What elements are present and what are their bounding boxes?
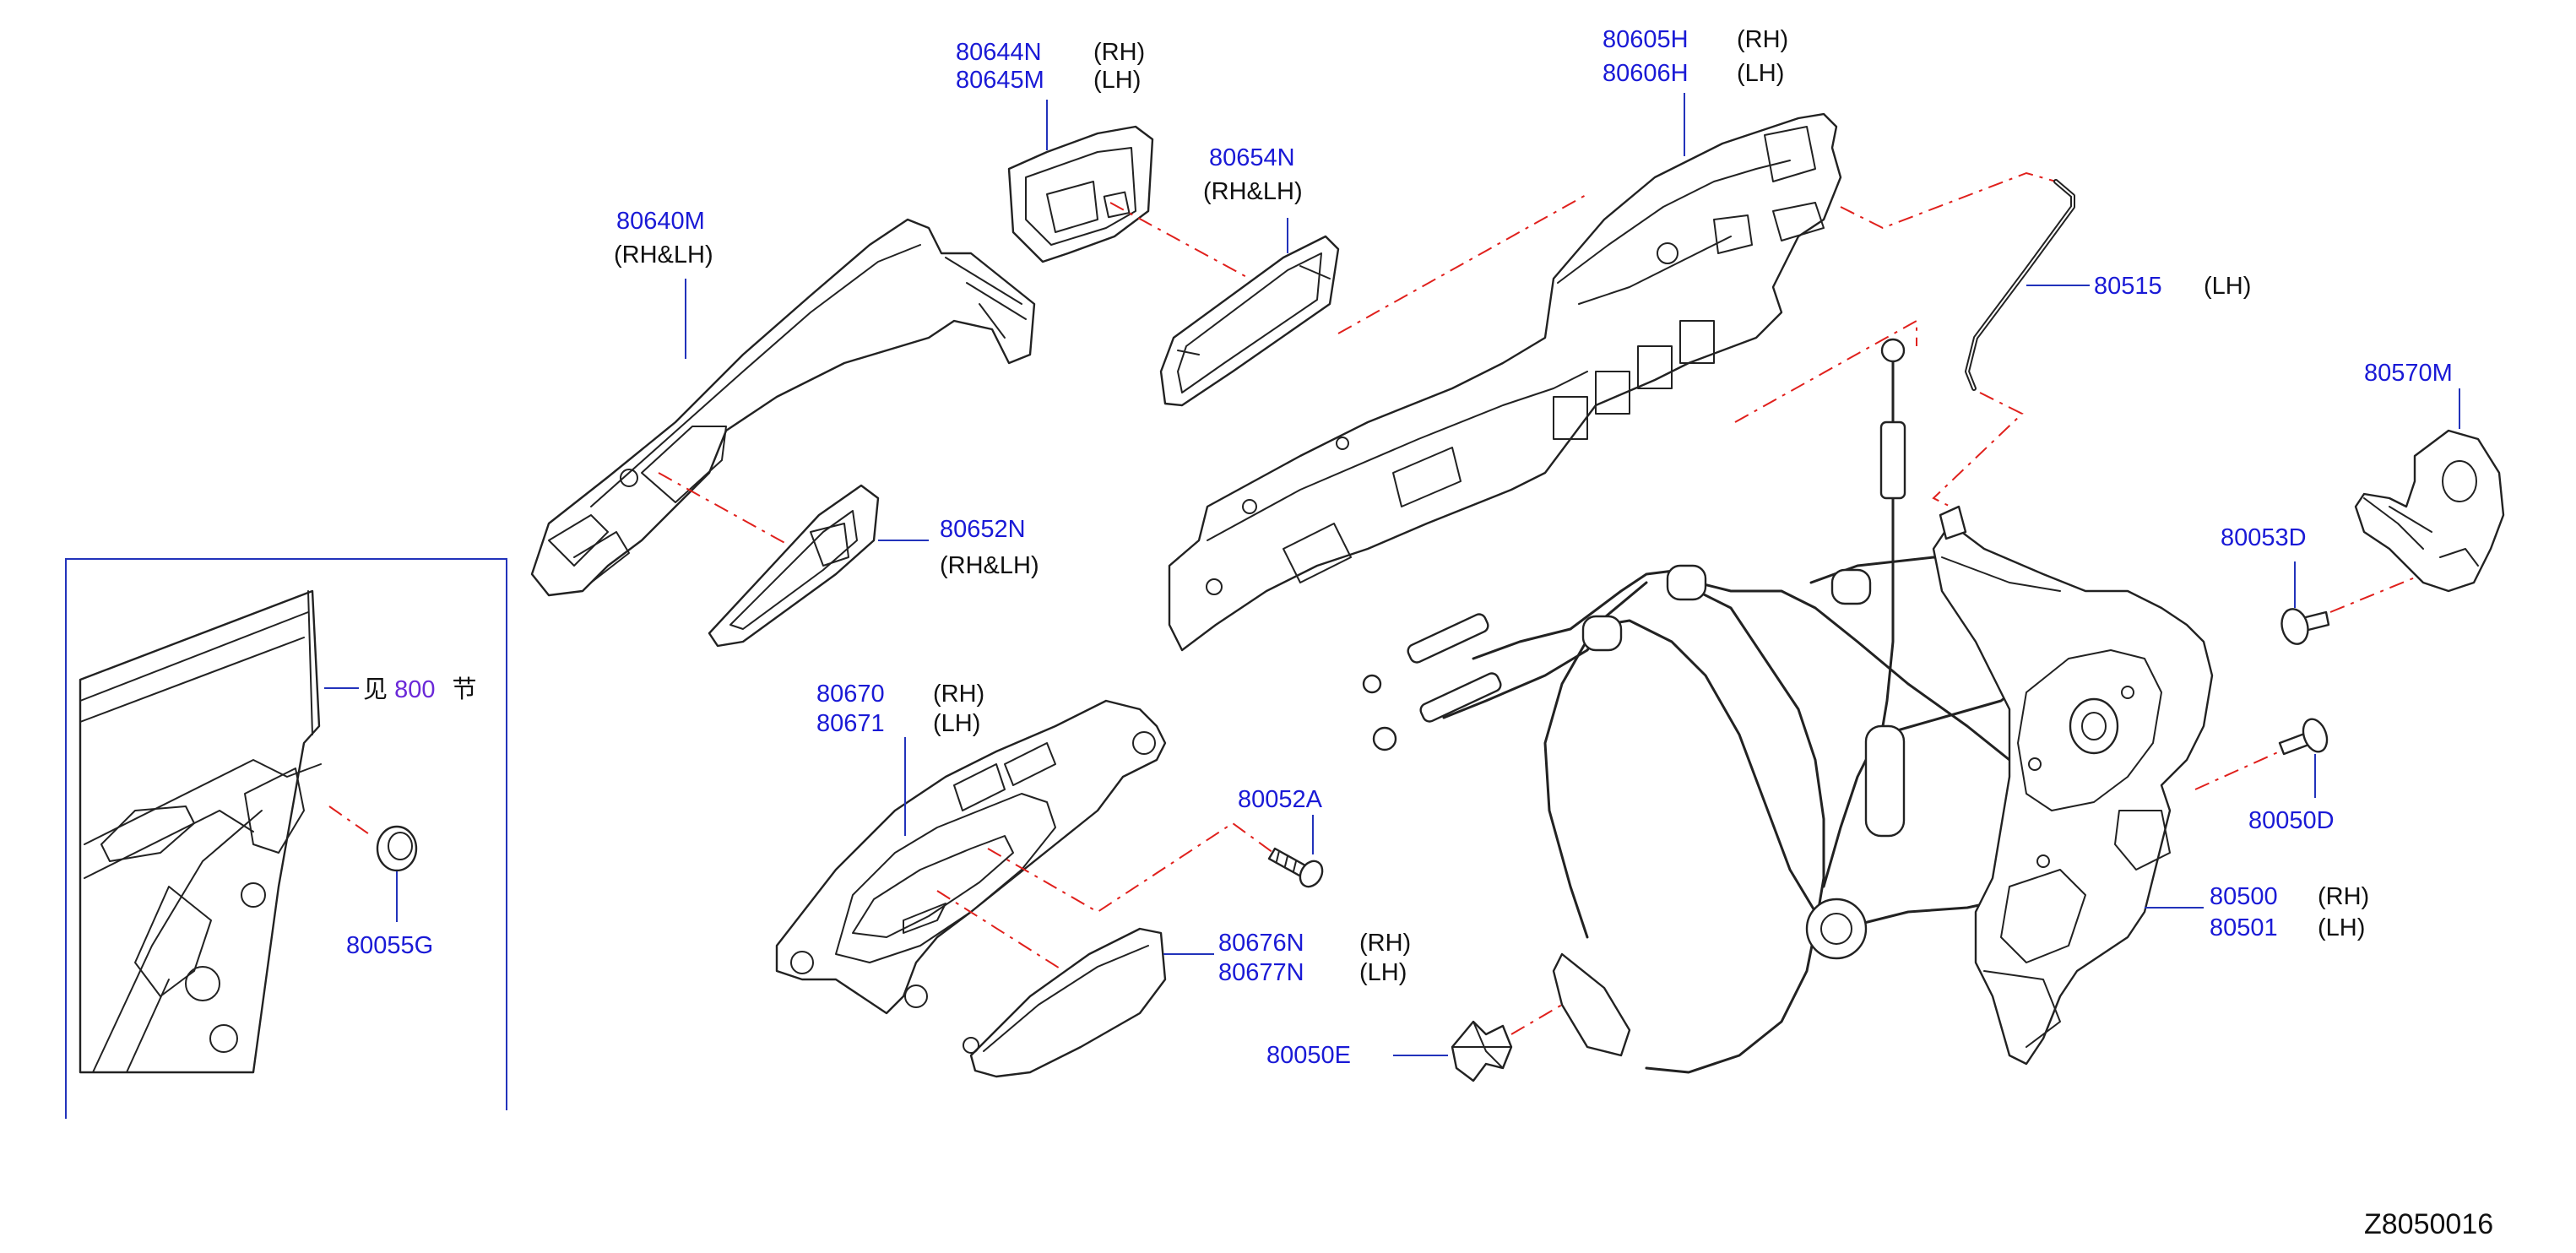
inset-frame xyxy=(65,558,507,1119)
phantom-line-bracket-lock xyxy=(1734,319,1917,423)
side-label: (RH) xyxy=(933,681,985,708)
side-label: (RH) xyxy=(1093,39,1146,66)
part-number[interactable]: 80676N xyxy=(1218,930,1304,957)
handle-cap-80644N xyxy=(1007,125,1154,263)
gasket-80652N xyxy=(708,484,880,648)
part-number[interactable]: 80670 xyxy=(816,681,885,708)
side-label: (RH) xyxy=(1359,930,1412,957)
part-number[interactable]: 80050E xyxy=(1266,1042,1351,1069)
part-number[interactable]: 80654N xyxy=(1209,144,1295,171)
escutcheon-80676N xyxy=(963,927,1167,1078)
part-number[interactable]: 80053D xyxy=(2221,524,2307,551)
screw-80050D xyxy=(2278,718,2329,756)
side-label: (RH) xyxy=(1737,26,1789,53)
door-lock-80500 xyxy=(1932,505,2214,1066)
phantom-line-80055 xyxy=(328,806,372,837)
side-label: (RH&LH) xyxy=(940,552,1039,579)
part-number[interactable]: 80605H xyxy=(1603,26,1689,53)
side-label: (LH) xyxy=(2204,273,2252,300)
phantom-line-80644 xyxy=(1109,202,1250,279)
section-ref-prefix: 见 xyxy=(363,676,388,703)
phantom-line-80515-bottom xyxy=(1932,392,2024,507)
outside-handle-80640M xyxy=(530,218,1036,597)
phantom-line-80050E xyxy=(1510,1004,1563,1035)
part-number[interactable]: 80645M xyxy=(956,67,1044,94)
part-number[interactable]: 80055G xyxy=(346,932,434,959)
section-reference[interactable]: 见 800 节 xyxy=(363,675,477,704)
part-number[interactable]: 80570M xyxy=(2364,360,2453,387)
part-number[interactable]: 80671 xyxy=(816,710,885,737)
phantom-line-80515-top xyxy=(1840,171,2057,230)
part-number[interactable]: 80515 xyxy=(2094,273,2162,300)
phantom-line-80052 xyxy=(987,822,1280,914)
inside-handle-80670 xyxy=(775,699,1167,1015)
part-number[interactable]: 80501 xyxy=(2210,914,2278,941)
part-number[interactable]: 80052A xyxy=(1238,786,1322,813)
cable-assembly xyxy=(1362,338,2053,1074)
phantom-line-80053D xyxy=(2329,573,2424,613)
part-number[interactable]: 80050D xyxy=(2248,807,2335,834)
side-label: (LH) xyxy=(1359,959,1407,986)
lock-rod-80515 xyxy=(1965,179,2075,391)
side-label: (LH) xyxy=(933,710,981,737)
side-label: (LH) xyxy=(1737,60,1785,87)
striker-80570M xyxy=(2354,429,2505,593)
part-number[interactable]: 80500 xyxy=(2210,883,2278,910)
part-number[interactable]: 80606H xyxy=(1603,60,1689,87)
grommet-80055G xyxy=(376,825,418,872)
part-number[interactable]: 80677N xyxy=(1218,959,1304,986)
part-number[interactable]: 80640M xyxy=(616,208,705,235)
section-ref-number[interactable]: 800 xyxy=(394,676,436,703)
diagram-code: Z8050016 xyxy=(2364,1208,2494,1240)
part-number[interactable]: 80652N xyxy=(940,516,1026,543)
screw-80053D xyxy=(2280,608,2330,645)
phantom-line-80676 xyxy=(936,890,1065,972)
phantom-line-80050D xyxy=(2194,751,2280,790)
side-label: (RH) xyxy=(2318,883,2370,910)
handle-bracket-80605H xyxy=(1168,112,1842,652)
side-label: (RH&LH) xyxy=(1203,178,1303,205)
screw-80052A xyxy=(1267,847,1324,888)
side-label: (RH&LH) xyxy=(614,241,713,268)
door-panel-inset xyxy=(79,589,322,1074)
phantom-line-80652 xyxy=(658,472,811,558)
gasket-80654N xyxy=(1159,235,1340,407)
side-label: (LH) xyxy=(1093,67,1142,94)
phantom-line-80654 xyxy=(1337,193,1588,334)
clip-80050E xyxy=(1451,1020,1513,1082)
part-number[interactable]: 80644N xyxy=(956,39,1042,66)
side-label: (LH) xyxy=(2318,914,2366,941)
section-ref-suffix: 节 xyxy=(452,676,477,703)
